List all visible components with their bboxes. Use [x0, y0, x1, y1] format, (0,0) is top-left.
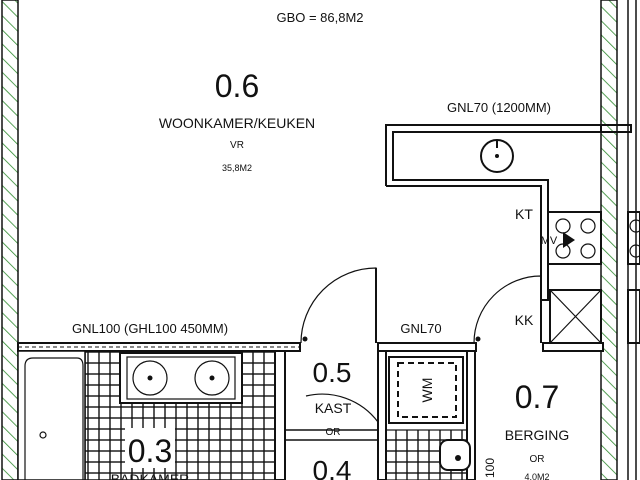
mv-label: MV — [541, 235, 558, 247]
fridge-box — [549, 289, 640, 344]
living-room-area: 35,8M2 — [222, 163, 252, 173]
kt-label: KT — [515, 206, 533, 222]
berging-name: BERGING — [505, 427, 570, 443]
gnl100-label: GNL100 (GHL100 450MM) — [72, 321, 228, 336]
gbo-label: GBO = 86,8M2 — [276, 10, 363, 25]
counter-label: GNL70 (1200MM) — [447, 100, 551, 115]
service-walls — [274, 350, 476, 480]
kk-label: KK — [515, 312, 534, 328]
interior-wall-horizontal — [17, 342, 604, 352]
gnl70-label: GNL70 — [400, 321, 441, 336]
berging-code: OR — [530, 454, 545, 465]
living-room-name: WOONKAMER/KEUKEN — [159, 115, 315, 131]
bathroom — [84, 350, 276, 480]
badkamer-number: 0.3 — [128, 433, 172, 469]
room4-number: 0.4 — [313, 455, 352, 480]
washing-machine — [388, 356, 464, 424]
dimension-100: 100 — [483, 458, 497, 478]
bathtub — [17, 350, 86, 480]
badkamer-name: BADKAMER — [111, 471, 190, 480]
kast-name: KAST — [315, 400, 352, 416]
door-swings — [300, 267, 542, 423]
berging-area: 4,0M2 — [524, 472, 549, 480]
kast-code: OR — [326, 427, 341, 438]
living-room-number: 0.6 — [215, 68, 259, 104]
labels: GBO = 86,8M2 0.6 WOONKAMER/KEUKEN VR 35,… — [72, 10, 569, 480]
kast-number: 0.5 — [313, 357, 352, 388]
cooktop — [547, 211, 640, 265]
kitchen-counter — [385, 124, 632, 301]
berging-number: 0.7 — [515, 379, 559, 415]
living-room-code: VR — [230, 140, 244, 151]
wm-label: WM — [419, 378, 435, 403]
